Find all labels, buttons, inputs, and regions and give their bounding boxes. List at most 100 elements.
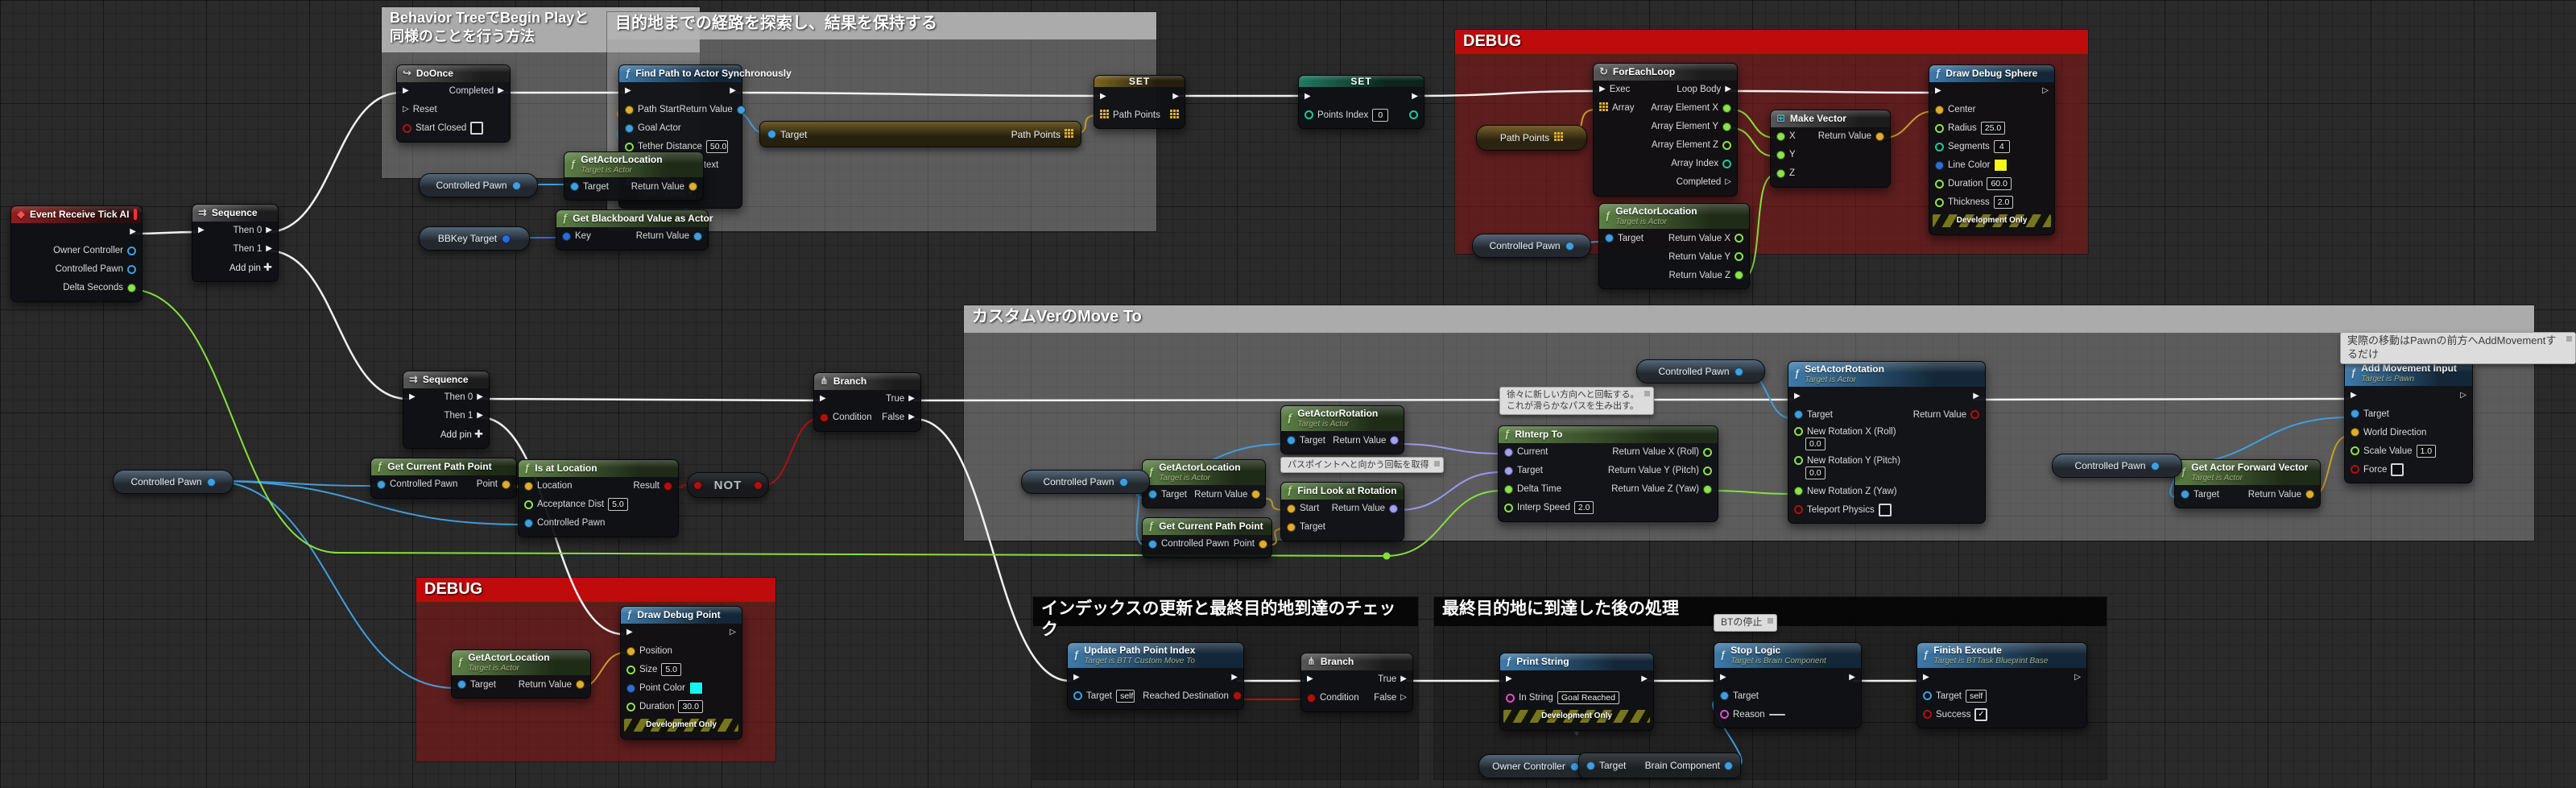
- float-pin[interactable]: [1703, 447, 1712, 457]
- int-pin[interactable]: [1409, 110, 1418, 119]
- color-swatch[interactable]: [1994, 159, 2008, 172]
- rot-pin[interactable]: [1504, 466, 1513, 475]
- comment-debug-top-title[interactable]: DEBUG: [1455, 30, 2088, 54]
- float-pin[interactable]: [1722, 103, 1731, 113]
- pin-value[interactable]: self: [1965, 689, 1987, 703]
- blue-pin[interactable]: [524, 518, 533, 528]
- exec-pin[interactable]: ▶: [1307, 674, 1313, 684]
- bool-pin[interactable]: [664, 481, 672, 491]
- pin-value[interactable]: 2.0: [1573, 501, 1594, 515]
- float-pin[interactable]: [1935, 123, 1944, 133]
- blue-pin[interactable]: [1734, 367, 1743, 376]
- add-pin-button[interactable]: Add pin ✚: [229, 261, 272, 274]
- exec-pin[interactable]: ▶: [1720, 672, 1726, 682]
- comment-find-path-title[interactable]: 目的地までの経路を探索し、結果を保持する: [607, 12, 1156, 39]
- exec-pin[interactable]: ▷: [403, 105, 409, 114]
- exec-pin[interactable]: ▷: [1725, 177, 1731, 187]
- float-pin[interactable]: [524, 500, 533, 509]
- blue-pin[interactable]: [127, 246, 136, 255]
- exec-pin[interactable]: ▶: [908, 394, 915, 404]
- float-pin[interactable]: [1935, 197, 1944, 207]
- exec-pin[interactable]: ▶: [1849, 672, 1855, 682]
- key-pin[interactable]: [502, 234, 511, 243]
- blue-pin[interactable]: [2150, 461, 2160, 471]
- float-pin[interactable]: [1703, 466, 1712, 475]
- blue-pin[interactable]: [1794, 410, 1803, 420]
- blue-pin[interactable]: [625, 123, 634, 133]
- blue-pin[interactable]: [1565, 241, 1574, 251]
- color-swatch[interactable]: [688, 682, 703, 695]
- blue-pin[interactable]: [206, 477, 216, 487]
- exec-pin[interactable]: ▶: [1172, 91, 1179, 101]
- exec-pin[interactable]: ▶: [477, 392, 483, 402]
- bool-pin[interactable]: [820, 413, 829, 422]
- lin-pin[interactable]: [1935, 160, 1944, 170]
- gold-pin[interactable]: [626, 646, 635, 656]
- float-pin[interactable]: [1735, 234, 1743, 243]
- blue-pin[interactable]: [1287, 436, 1296, 446]
- pin-value[interactable]: 50.0: [705, 140, 728, 154]
- blue-pin[interactable]: [1724, 761, 1733, 770]
- gold-pin[interactable]: [1258, 539, 1267, 549]
- exec-pin[interactable]: ▶: [1641, 674, 1648, 684]
- exec-pin[interactable]: ▶: [403, 86, 409, 96]
- blue-pin[interactable]: [736, 105, 746, 114]
- int-pin[interactable]: [1305, 110, 1313, 119]
- blue-pin[interactable]: [2351, 409, 2359, 419]
- pill-controlled-pawn-forward[interactable]: Controlled Pawn: [2052, 454, 2182, 478]
- pin-value[interactable]: 4: [1993, 140, 2010, 154]
- gold-pin[interactable]: [524, 481, 533, 491]
- exec-pin[interactable]: ▶: [2351, 390, 2357, 400]
- array-pin[interactable]: [1599, 102, 1608, 114]
- exec-pin[interactable]: ▶: [1935, 86, 1941, 96]
- exec-pin[interactable]: ▶: [820, 394, 826, 404]
- exec-pin[interactable]: ▶: [1599, 85, 1606, 94]
- array-pin[interactable]: [1554, 132, 1564, 143]
- pill-controlled-pawn-top[interactable]: Controlled Pawn: [419, 173, 538, 197]
- exec-pin[interactable]: ▶: [1305, 91, 1311, 101]
- blue-pin[interactable]: [1148, 539, 1157, 549]
- int-pin[interactable]: [1935, 142, 1944, 151]
- float-pin[interactable]: [1735, 271, 1743, 280]
- exec-pin[interactable]: ▶: [266, 226, 272, 235]
- exec-pin[interactable]: ▶: [1923, 672, 1929, 682]
- float-pin[interactable]: [1935, 179, 1944, 189]
- array-pin[interactable]: [1100, 109, 1109, 121]
- blue-pin[interactable]: [377, 479, 386, 489]
- pin-value[interactable]: 30.0: [678, 700, 703, 714]
- gold-pin[interactable]: [576, 680, 585, 690]
- exec-pin[interactable]: ▷: [2042, 86, 2049, 96]
- pin-value[interactable]: 0.0: [1805, 466, 1826, 479]
- exec-pin[interactable]: ▶: [908, 413, 915, 422]
- float-pin[interactable]: [1776, 131, 1785, 141]
- float-pin[interactable]: [1794, 487, 1803, 496]
- pin-value[interactable]: Goal Reached: [1557, 691, 1619, 705]
- exec-pin[interactable]: ▷: [730, 628, 736, 637]
- blue-pin[interactable]: [570, 182, 579, 192]
- gold-pin[interactable]: [625, 105, 634, 114]
- blue-pin[interactable]: [1586, 761, 1595, 770]
- pill-path-points-debug[interactable]: Path Points: [1476, 125, 1587, 151]
- exec-pin[interactable]: ▶: [1073, 672, 1080, 682]
- str-pin[interactable]: [1720, 710, 1729, 720]
- exec-pin[interactable]: ▶: [477, 411, 483, 421]
- gold-pin[interactable]: [2351, 428, 2359, 438]
- pill-controlled-pawn-debug[interactable]: Controlled Pawn: [1472, 234, 1591, 258]
- float-pin[interactable]: [1722, 122, 1731, 131]
- comment-custom-moveto-title[interactable]: カスタムVerのMove To: [964, 305, 2534, 333]
- exec-pin[interactable]: ▶: [1412, 91, 1418, 101]
- exec-pin[interactable]: ▶: [130, 227, 136, 237]
- float-pin[interactable]: [1735, 252, 1743, 262]
- int-pin[interactable]: [1722, 159, 1731, 168]
- float-pin[interactable]: [1794, 427, 1803, 437]
